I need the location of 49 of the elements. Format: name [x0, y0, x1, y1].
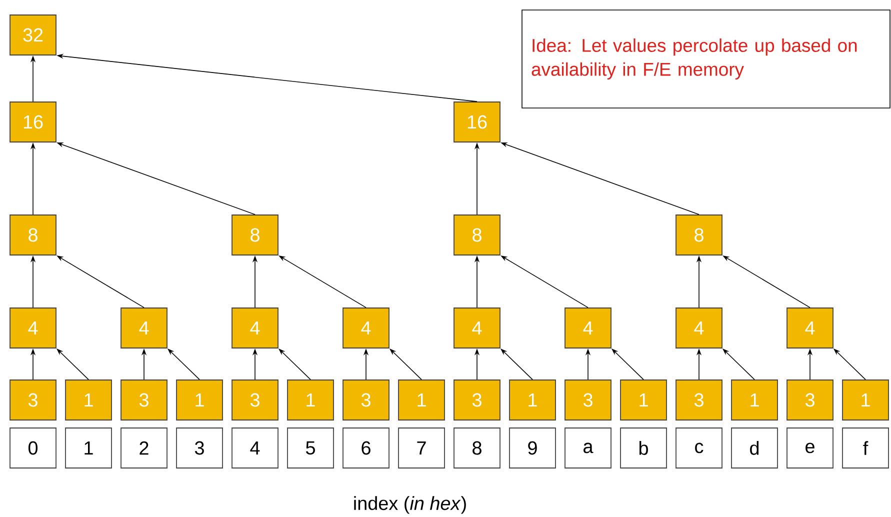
value-box: 4 [10, 308, 56, 348]
index-box: e [786, 428, 834, 468]
index-box: 9 [509, 428, 556, 468]
value-box: 8 [676, 214, 722, 256]
value-box: 4 [676, 308, 722, 348]
index-box: b [620, 428, 667, 468]
index-box: a [564, 428, 612, 468]
value-box: 3 [676, 380, 722, 420]
value-box: 1 [731, 380, 778, 420]
index-box: 4 [232, 428, 278, 468]
value-box: 3 [786, 380, 834, 420]
index-box: 5 [287, 428, 334, 468]
value-box: 1 [176, 380, 223, 420]
index-box: 7 [398, 428, 445, 468]
index-box: d [731, 428, 778, 468]
index-box: 2 [120, 428, 168, 468]
index-box: 0 [10, 428, 56, 468]
value-box: 3 [120, 380, 168, 420]
index-box: 1 [65, 428, 112, 468]
index-box: f [842, 428, 889, 468]
note-box: Idea: Let values percolate up based on availability in F/E memory [522, 10, 890, 108]
value-box: 8 [454, 214, 500, 256]
value-box: 3 [564, 380, 612, 420]
value-box: 3 [342, 380, 390, 420]
value-box: 3 [454, 380, 500, 420]
value-box: 1 [509, 380, 556, 420]
value-box: 1 [842, 380, 889, 420]
value-box: 3 [10, 380, 56, 420]
index-box: 8 [454, 428, 500, 468]
value-box: 16 [454, 102, 500, 142]
value-box: 16 [10, 102, 56, 142]
index-box: c [676, 428, 722, 468]
value-box: 8 [10, 214, 56, 256]
value-box: 4 [342, 308, 390, 348]
value-box: 1 [65, 380, 112, 420]
index-box: 6 [342, 428, 390, 468]
value-box: 1 [398, 380, 445, 420]
value-box: 8 [232, 214, 278, 256]
value-box: 4 [786, 308, 834, 348]
caption: index (in hex) [354, 496, 466, 514]
value-box: 4 [120, 308, 168, 348]
value-box: 4 [454, 308, 500, 348]
value-box: 4 [564, 308, 612, 348]
value-box: 1 [620, 380, 667, 420]
value-box: 1 [287, 380, 334, 420]
index-box: 3 [176, 428, 223, 468]
value-box: 32 [10, 14, 56, 56]
value-box: 3 [232, 380, 278, 420]
value-box: 4 [232, 308, 278, 348]
